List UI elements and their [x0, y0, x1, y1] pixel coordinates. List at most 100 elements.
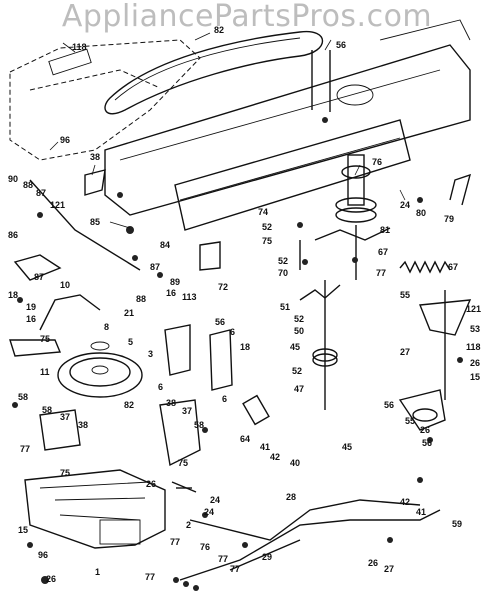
label-24: 24 [210, 495, 220, 505]
label-42b: 52 [278, 256, 288, 266]
label-52c: 58 [194, 420, 204, 430]
label-62: 64 [240, 434, 250, 444]
label-6: 6 [158, 382, 163, 392]
label-39: 47 [294, 384, 304, 394]
label-89: 90 [8, 174, 18, 184]
label-42c: 52 [294, 314, 304, 324]
label-52b: 58 [42, 405, 52, 415]
label-26c: 26 [46, 574, 56, 584]
label-29: 29 [262, 552, 272, 562]
label-4: 5 [128, 337, 133, 347]
label-50: 55 [400, 290, 410, 300]
label-60: 75 [40, 334, 50, 344]
label-80: 118 [72, 42, 87, 52]
label-32: 38 [78, 420, 88, 430]
label-5: 6 [230, 327, 235, 337]
label-19: 24 [400, 200, 410, 210]
label-42: 52 [262, 222, 272, 232]
label-21: 21 [124, 308, 134, 318]
label-26: 26 [470, 358, 480, 368]
drive-pulley [57, 352, 143, 398]
label-25: 26 [146, 479, 156, 489]
label-61: 75 [262, 236, 272, 246]
label-13: 18 [8, 290, 18, 300]
label-75: 77 [145, 572, 155, 582]
label-8: 8 [104, 322, 109, 332]
label-37: 45 [342, 442, 352, 452]
label-70: 79 [444, 214, 454, 224]
label-31: 38 [90, 152, 100, 162]
label-51: 56 [336, 40, 346, 50]
drive-belt [104, 30, 324, 115]
label-27b: 27 [384, 564, 394, 574]
label-15: 15 [470, 372, 480, 382]
label-81: 121 [50, 200, 65, 210]
label-36: 42 [270, 452, 280, 462]
label-55: 67 [378, 247, 388, 257]
label-35b: 41 [416, 507, 426, 517]
label-55b: 67 [448, 262, 458, 272]
label-83: 85 [90, 217, 100, 227]
label-2: 2 [186, 520, 191, 530]
label-14: 19 [26, 302, 36, 312]
chassis-rail-upper [104, 44, 471, 216]
label-19b: 24 [204, 507, 214, 517]
frame-outline [9, 39, 201, 161]
label-11: 11 [40, 367, 50, 377]
label-76: 77 [218, 554, 228, 564]
label-15b: 15 [18, 525, 28, 535]
label-53: 59 [452, 519, 462, 529]
label-1: 1 [95, 567, 100, 577]
label-26d: 26 [368, 558, 378, 568]
label-49: 56 [384, 400, 394, 410]
part-labels: 118 82 56 96 38 76 24 80 79 90 88 87 121… [8, 25, 481, 584]
label-28: 28 [286, 492, 296, 502]
label-63: 76 [372, 157, 382, 167]
label-30: 37 [60, 412, 70, 422]
label-77: 77 [20, 444, 30, 454]
label-84: 86 [8, 230, 18, 240]
label-79: 82 [124, 400, 134, 410]
label-118: 118 [466, 342, 481, 352]
label-40: 50 [294, 326, 304, 336]
label-85: 87 [34, 272, 44, 282]
label-72: 80 [416, 208, 426, 218]
label-6b: 6 [222, 394, 227, 404]
chassis-rail-lower [174, 119, 411, 231]
label-76b: 77 [230, 564, 240, 574]
label-32b: 38 [166, 398, 176, 408]
label-3: 3 [148, 349, 153, 359]
label-96: 96 [38, 550, 48, 560]
label-66: 81 [380, 225, 390, 235]
label-51c: 56 [422, 438, 432, 448]
label-38: 45 [290, 342, 300, 352]
label-41: 51 [280, 302, 290, 312]
label-42d: 52 [292, 366, 302, 376]
label-45: 53 [470, 324, 480, 334]
label-86b: 87 [150, 262, 160, 272]
label-35: 41 [260, 442, 270, 452]
label-64: 77 [376, 268, 386, 278]
label-61b: 75 [60, 468, 70, 478]
label-18: 18 [240, 342, 250, 352]
watermark: AppliancePartsPros.com [61, 0, 433, 34]
label-27: 27 [400, 347, 410, 357]
label-51b: 56 [215, 317, 225, 327]
label-59: 74 [258, 207, 268, 217]
label-34: 40 [290, 458, 300, 468]
label-90: 96 [60, 135, 70, 145]
label-30b: 37 [182, 406, 192, 416]
label-10: 10 [60, 280, 70, 290]
label-16: 16 [166, 288, 176, 298]
label-61c: 75 [178, 458, 188, 468]
spring [399, 260, 451, 274]
label-74: 76 [200, 542, 210, 552]
label-36b: 42 [400, 497, 410, 507]
label-87b: 88 [136, 294, 146, 304]
label-88: 89 [170, 277, 180, 287]
label-58: 72 [218, 282, 228, 292]
label-52: 58 [18, 392, 28, 402]
label-87: 88 [23, 180, 33, 190]
